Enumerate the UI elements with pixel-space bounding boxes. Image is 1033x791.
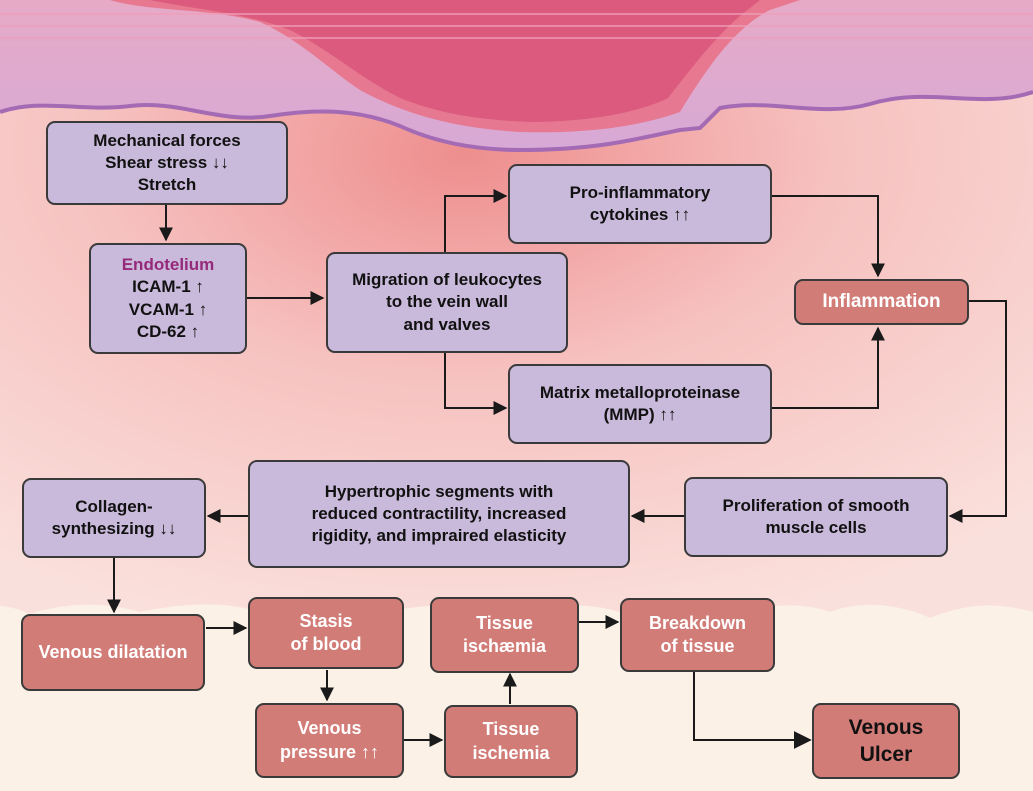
node-line: Collagen- xyxy=(75,496,153,516)
node-line: Tissue xyxy=(482,719,540,740)
node-endothelium: Endotelium ICAM-1 ↑ VCAM-1 ↑ CD-62 ↑ xyxy=(89,243,247,354)
node-mechanical-forces: Mechanical forces Shear stress ↓↓ Stretc… xyxy=(46,121,288,205)
node-line: Hypertrophic segments with xyxy=(324,481,554,501)
endothelium-title: Endotelium xyxy=(121,255,215,275)
node-line: Pro-inflammatory xyxy=(569,182,711,202)
node-collagen-synthesizing: Collagen- synthesizing ↓↓ xyxy=(22,478,206,558)
node-line: Migration of leukocytes xyxy=(352,270,542,290)
node-line: ischemia xyxy=(472,742,550,763)
node-line: Mechanical forces xyxy=(93,130,241,150)
node-matrix-metalloproteinase: Matrix metalloproteinase (MMP) ↑↑ xyxy=(508,364,772,444)
node-line: Proliferation of smooth xyxy=(722,495,910,515)
node-line: Matrix metalloproteinase xyxy=(539,382,741,402)
node-line: CD-62 ↑ xyxy=(136,321,200,341)
node-line: Shear stress ↓↓ xyxy=(105,152,229,172)
node-hypertrophic-segments: Hypertrophic segments with reduced contr… xyxy=(248,460,630,568)
node-line: Breakdown xyxy=(648,612,747,633)
node-line: Inflammation xyxy=(822,290,941,312)
node-line: ischæmia xyxy=(462,636,547,656)
node-line: and valves xyxy=(403,314,491,334)
node-line: pressure ↑↑ xyxy=(279,741,380,762)
node-line: muscle cells xyxy=(765,518,867,537)
node-inflammation: Inflammation xyxy=(794,279,969,325)
node-line: Stasis xyxy=(299,610,353,631)
node-line: Ulcer xyxy=(859,743,913,766)
node-line: synthesizing ↓↓ xyxy=(51,519,177,538)
node-line: VCAM-1 ↑ xyxy=(128,299,208,319)
node-tissue-ischemia: Tissue ischemia xyxy=(444,705,578,778)
node-line: Venous xyxy=(297,718,362,739)
node-line: cytokines ↑↑ xyxy=(589,205,691,224)
node-line: (MMP) ↑↑ xyxy=(603,405,677,424)
node-breakdown-of-tissue: Breakdown of tissue xyxy=(620,598,775,672)
node-proliferation-of-smooth-muscle-cells: Proliferation of smooth muscle cells xyxy=(684,477,948,557)
node-line: ICAM-1 ↑ xyxy=(132,277,204,297)
node-stasis-of-blood: Stasis of blood xyxy=(248,597,404,669)
node-line: Stretch xyxy=(137,175,197,195)
node-line: reduced contractility, increased xyxy=(311,503,567,523)
node-line: of blood xyxy=(290,634,362,654)
node-line: Venous xyxy=(848,715,924,739)
node-pro-inflammatory-cytokines: Pro-inflammatory cytokines ↑↑ xyxy=(508,164,772,244)
node-venous-ulcer: Venous Ulcer xyxy=(812,703,960,779)
node-line: of tissue xyxy=(660,636,735,656)
node-line: to the vein wall xyxy=(386,292,508,312)
node-tissue-ischaemia: Tissue ischæmia xyxy=(430,597,579,673)
node-venous-dilatation: Venous dilatation xyxy=(21,614,205,691)
node-migration-of-leukocytes: Migration of leukocytes to the vein wall… xyxy=(326,252,568,353)
node-venous-pressure: Venous pressure ↑↑ xyxy=(255,703,404,778)
node-line: Tissue xyxy=(476,612,533,633)
node-line: rigidity, and impraired elasticity xyxy=(311,526,567,546)
node-line: Venous dilatation xyxy=(38,641,188,662)
